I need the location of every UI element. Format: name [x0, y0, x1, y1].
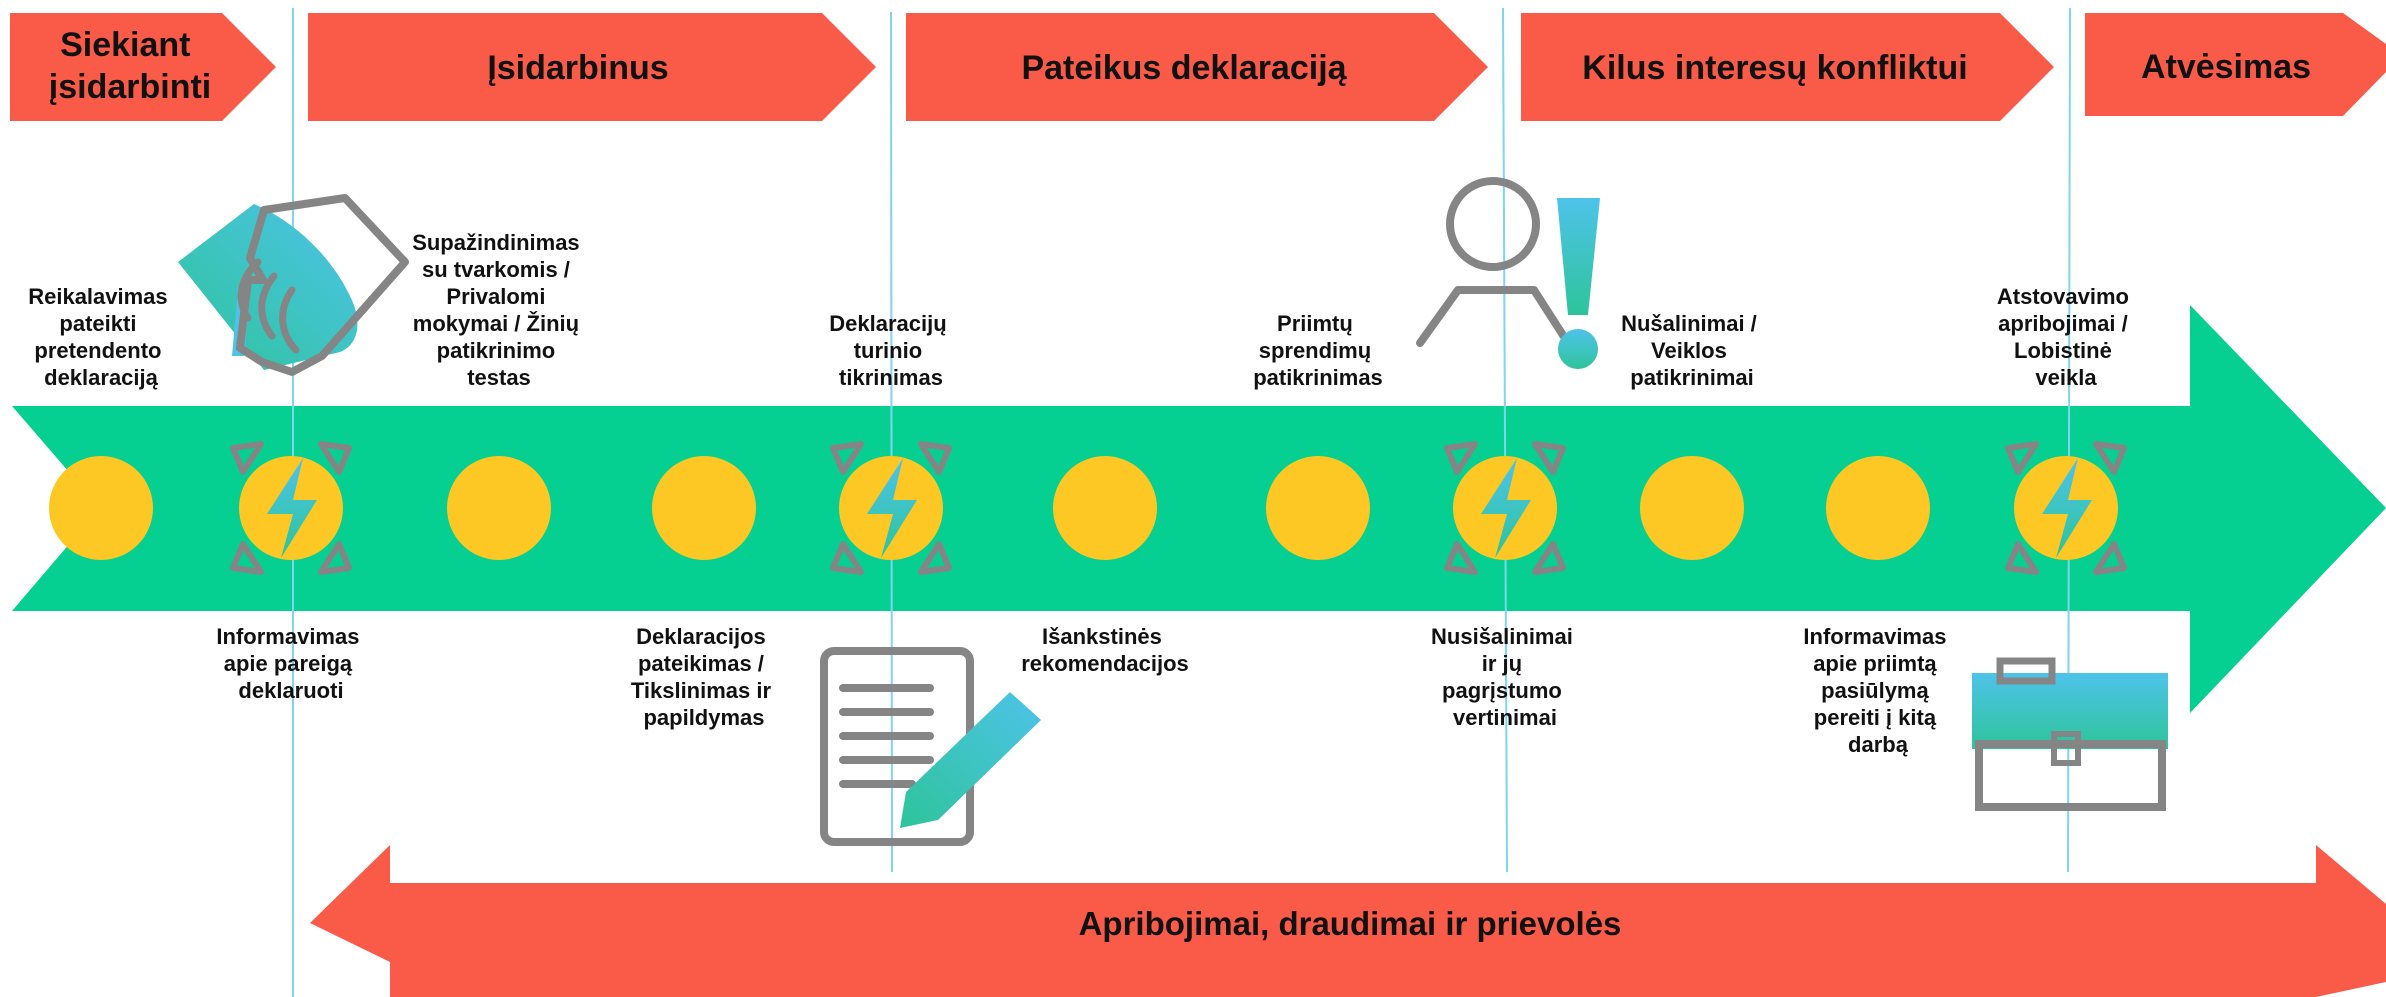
label-below: Nusišalinimai ir jų pagrįstumo vertinima…: [1431, 624, 1579, 730]
phase-banner-employed: [308, 13, 876, 121]
timeline-arrow: [12, 305, 2386, 713]
label-below: Deklaracijos pateikimas / Tikslinimas ir…: [631, 624, 777, 730]
timeline-dot: [1826, 456, 1930, 560]
lightning-icon: [230, 441, 352, 575]
briefcase-icon: [1972, 657, 2168, 811]
phase-banner-seeking-employment: [10, 13, 276, 121]
label-above: Nušalinimai / Veiklos patikrinimai: [1621, 311, 1763, 390]
timeline-dots: [49, 441, 2127, 575]
label-above: Priimtų sprendimų patikrinimas: [1253, 311, 1383, 390]
phase-title: Kilus interesų konfliktui: [1582, 49, 1967, 87]
timeline-dot: [1640, 456, 1744, 560]
label-above: Reikalavimas pateikti pretendento deklar…: [28, 284, 174, 390]
label-above: Deklaracijų turinio tikrinimas: [829, 311, 953, 390]
phase-divider-line: [890, 11, 893, 873]
label-above: Atstovavimo apribojimai / Lobistinė veik…: [1997, 284, 2135, 390]
lightning-icon: [830, 441, 952, 575]
label-below: Informavimas apie pareigą deklaruoti: [216, 624, 365, 703]
phase-banner-conflict-of-interest: [1521, 13, 2054, 121]
document-pen-icon: [820, 647, 1041, 846]
timeline-dot: [1266, 456, 1370, 560]
timeline-dot: [652, 456, 756, 560]
handshake-icon: [178, 194, 409, 376]
phase-title: Įsidarbinus: [487, 49, 668, 87]
timeline-dot: [1053, 456, 1157, 560]
phase-banner-declaration-submitted: [906, 13, 1488, 121]
timeline-dot: [447, 456, 551, 560]
lightning-icon: [1444, 441, 1566, 575]
label-below: Informavimas apie priimtą pasiūlymą pere…: [1803, 624, 1952, 757]
restrictions-bar: [310, 845, 2386, 997]
label-above: Supažindinimas su tvarkomis / Privalomi …: [412, 230, 586, 390]
phase-title: Siekiant įsidarbinti: [49, 26, 211, 106]
label-below: Išankstinės rekomendacijos: [1021, 624, 1189, 676]
phase-title: Pateikus deklaraciją: [1021, 49, 1347, 87]
phase-divider-line: [1502, 7, 1508, 873]
phase-banner-cooling-off: [2085, 13, 2386, 116]
lightning-icon: [2005, 441, 2127, 575]
restrictions-bar-title: Apribojimai, draudimai ir prievolės: [1079, 905, 1622, 942]
person-alert-icon: [1416, 177, 1600, 369]
phase-title: Atvėsimas: [2141, 48, 2311, 86]
timeline-dot: [49, 456, 153, 560]
